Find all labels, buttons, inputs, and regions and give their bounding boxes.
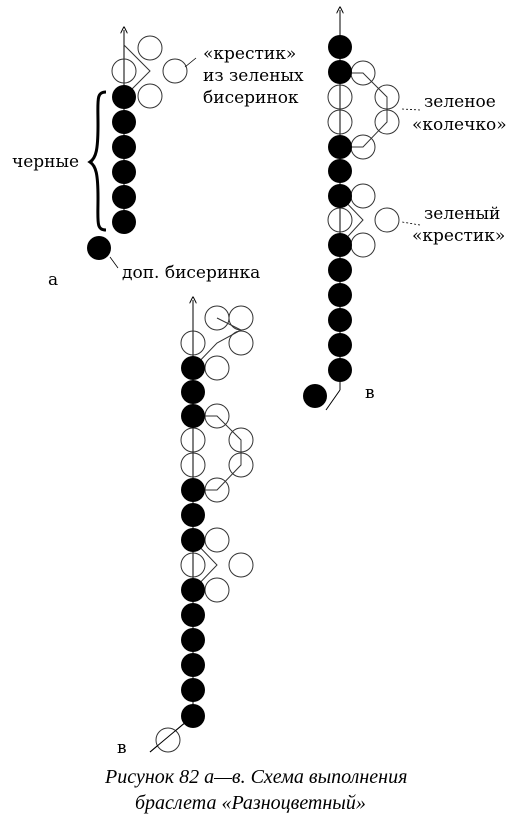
green-bead xyxy=(228,330,254,356)
thread-path xyxy=(123,44,151,98)
black-bead xyxy=(181,478,205,502)
black-bead xyxy=(328,35,352,59)
black-bead xyxy=(181,380,205,404)
black-bead xyxy=(112,85,136,109)
black-bead xyxy=(328,135,352,159)
label-panel-b2: в xyxy=(117,738,127,758)
scheme-b-top xyxy=(303,10,421,411)
black-bead xyxy=(328,358,352,382)
black-column-a xyxy=(112,85,136,234)
black-bead xyxy=(181,404,205,428)
green-bead xyxy=(327,84,353,110)
green-bead xyxy=(327,109,353,135)
pointer-arrow xyxy=(184,57,197,68)
green-bead xyxy=(137,83,163,109)
thread-path xyxy=(340,72,388,148)
black-bead xyxy=(328,60,352,84)
extra-bead xyxy=(87,236,111,260)
black-bead xyxy=(181,528,205,552)
green-bead xyxy=(180,452,206,478)
label-black: черные xyxy=(12,152,80,172)
black-bead xyxy=(181,503,205,527)
black-bead xyxy=(181,603,205,627)
black-bead xyxy=(181,356,205,380)
label-green-ring-line1: зеленое xyxy=(424,92,496,112)
black-bead xyxy=(328,258,352,282)
green-cross-a xyxy=(111,35,188,109)
green-bead xyxy=(204,577,230,603)
green-bead xyxy=(111,58,137,84)
black-bead xyxy=(181,628,205,652)
black-bead xyxy=(112,160,136,184)
pointer-arrow xyxy=(401,108,421,111)
label-cross-green-line2: из зеленых xyxy=(203,66,304,86)
black-bead xyxy=(328,159,352,183)
green-bead xyxy=(350,232,376,258)
green-bead xyxy=(180,552,206,578)
extra-bead xyxy=(303,384,327,408)
label-green-ring-line2: «колечко» xyxy=(412,115,507,135)
black-bead xyxy=(112,210,136,234)
black-bead xyxy=(112,185,136,209)
green-ring-b-bottom-1 xyxy=(180,305,254,381)
caption-line2: браслета «Разноцветный» xyxy=(135,792,366,814)
green-bead xyxy=(228,305,254,331)
black-bead xyxy=(328,233,352,257)
green-bead xyxy=(374,207,400,233)
green-bead xyxy=(137,35,163,61)
black-bead xyxy=(328,308,352,332)
black-column-b-bottom xyxy=(181,356,205,728)
green-bead xyxy=(204,527,230,553)
thread-path xyxy=(192,317,243,369)
pointer-arrow xyxy=(401,221,421,226)
green-bead xyxy=(180,330,206,356)
pointer-arrow xyxy=(109,256,119,269)
caption-line1: Рисунок 82 а—в. Схема выполнения xyxy=(105,766,408,788)
black-bead xyxy=(328,333,352,357)
extra-bead-outline xyxy=(155,727,181,753)
thread-b-top xyxy=(325,389,341,411)
green-bead xyxy=(350,183,376,209)
brace-icon xyxy=(87,90,107,232)
black-bead xyxy=(181,578,205,602)
label-cross-green-line3: бисеринок xyxy=(203,88,299,108)
label-cross-green-line1: «крестик» xyxy=(203,44,297,64)
green-ring-b-top xyxy=(327,60,400,160)
thread-b-bottom-tail xyxy=(149,715,194,753)
green-bead xyxy=(162,58,188,84)
black-bead xyxy=(112,110,136,134)
label-panel-b1: в xyxy=(365,383,375,403)
green-bead xyxy=(204,355,230,381)
black-bead xyxy=(112,135,136,159)
scheme-b-bottom xyxy=(149,300,254,753)
scheme-a xyxy=(87,30,197,269)
label-panel-a: а xyxy=(48,270,59,290)
label-green-cross-line1: зеленый xyxy=(424,204,501,224)
label-extra-bead: доп. бисеринка xyxy=(122,263,261,283)
black-bead xyxy=(328,184,352,208)
black-column-b-top xyxy=(328,35,352,382)
black-bead xyxy=(181,653,205,677)
black-bead xyxy=(181,678,205,702)
green-bead xyxy=(228,552,254,578)
label-green-cross-line2: «крестик» xyxy=(412,226,506,246)
black-bead xyxy=(328,283,352,307)
thread-path xyxy=(193,415,242,491)
